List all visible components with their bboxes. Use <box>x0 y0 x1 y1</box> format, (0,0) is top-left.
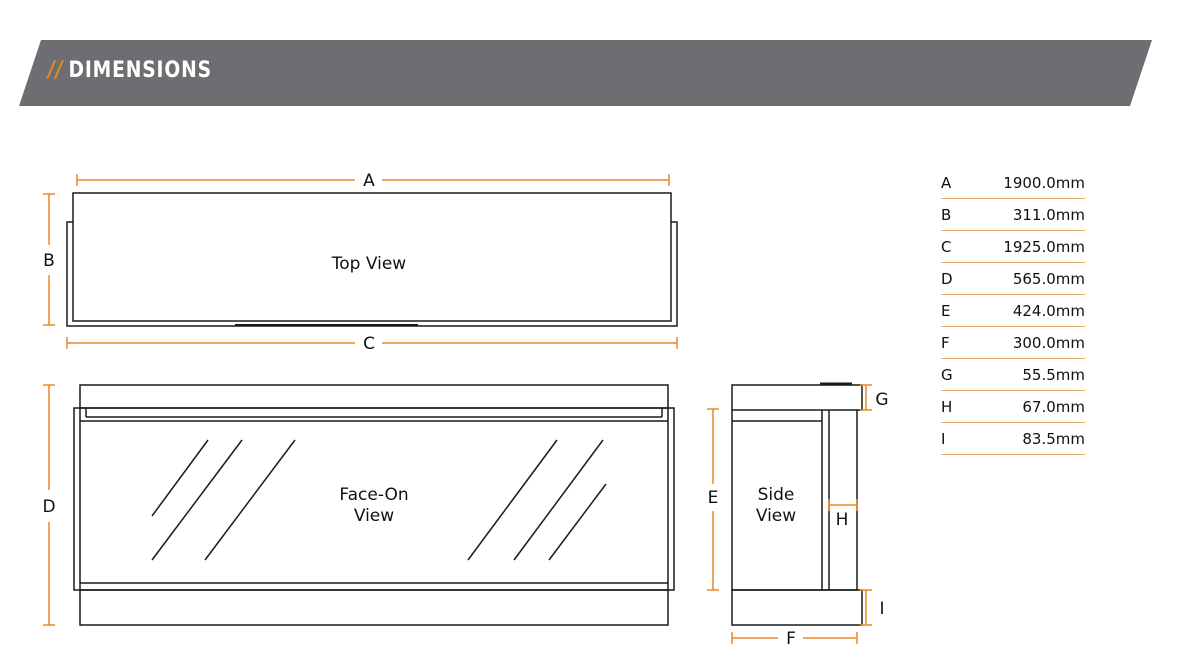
dim-letter: F <box>941 326 971 359</box>
dim-value: 300.0mm <box>971 326 1085 359</box>
dim-label-g: G <box>875 390 888 410</box>
face-base <box>79 589 669 626</box>
table-row: B 311.0mm <box>941 198 1085 231</box>
dim-label-e: E <box>708 488 719 508</box>
top-view-body <box>72 192 672 322</box>
dim-label-i: I <box>879 599 884 619</box>
glass-reflection <box>513 439 604 561</box>
table-row: I 83.5mm <box>941 422 1085 455</box>
side-body <box>731 410 858 591</box>
dim-label-c: C <box>363 334 375 354</box>
dim-label-b: B <box>43 251 55 271</box>
face-view-label-1: Face-On <box>339 485 408 505</box>
face-on-view <box>73 384 675 626</box>
table-row: G 55.5mm <box>941 358 1085 391</box>
dimension-table: A 1900.0mm B 311.0mm C 1925.0mm D 565.0m… <box>941 167 1085 455</box>
header-banner: //DIMENSIONS <box>0 0 1188 110</box>
page-title: //DIMENSIONS <box>48 55 212 87</box>
dim-label-f: F <box>786 629 796 649</box>
table-row: C 1925.0mm <box>941 230 1085 263</box>
dim-value: 83.5mm <box>971 422 1085 455</box>
top-view-flange <box>66 221 678 327</box>
dim-letter: H <box>941 390 971 423</box>
table-row: H 67.0mm <box>941 390 1085 423</box>
dim-letter: A <box>941 167 971 199</box>
face-view-label-2: View <box>354 506 394 526</box>
table-row: F 300.0mm <box>941 326 1085 359</box>
dim-value: 565.0mm <box>971 262 1085 295</box>
top-view-label: Top View <box>331 254 407 274</box>
dim-value: 67.0mm <box>971 390 1085 423</box>
side-top-cap <box>731 384 863 411</box>
dimension-lines <box>43 174 872 644</box>
dim-letter: G <box>941 358 971 391</box>
banner-shape <box>19 40 1152 106</box>
side-base <box>731 589 863 626</box>
table-row: E 424.0mm <box>941 294 1085 327</box>
side-view-label-1: Side <box>758 485 795 505</box>
glass-reflection <box>204 439 296 561</box>
dim-label-a: A <box>363 171 375 191</box>
face-top-cap <box>79 384 669 409</box>
side-view-label-2: View <box>756 506 796 526</box>
dim-letter: C <box>941 230 971 263</box>
dim-letter: B <box>941 198 971 231</box>
dim-letter: E <box>941 294 971 327</box>
dim-letter: I <box>941 422 971 455</box>
title-text: DIMENSIONS <box>68 58 212 83</box>
dim-value: 1900.0mm <box>971 167 1085 199</box>
dim-value: 424.0mm <box>971 294 1085 327</box>
dim-value: 311.0mm <box>971 198 1085 231</box>
dim-value: 1925.0mm <box>971 230 1085 263</box>
table-row: D 565.0mm <box>941 262 1085 295</box>
title-slashes: // <box>48 58 64 83</box>
glass-reflection <box>151 439 243 561</box>
glass-reflection <box>467 439 558 561</box>
top-view <box>66 192 678 327</box>
table-row: A 1900.0mm <box>941 167 1085 199</box>
glass-reflection <box>548 483 607 561</box>
dim-value: 55.5mm <box>971 358 1085 391</box>
dim-letter: D <box>941 262 971 295</box>
dim-label-d: D <box>42 497 55 517</box>
dim-label-h: H <box>836 510 849 530</box>
glass-reflection <box>151 439 209 517</box>
